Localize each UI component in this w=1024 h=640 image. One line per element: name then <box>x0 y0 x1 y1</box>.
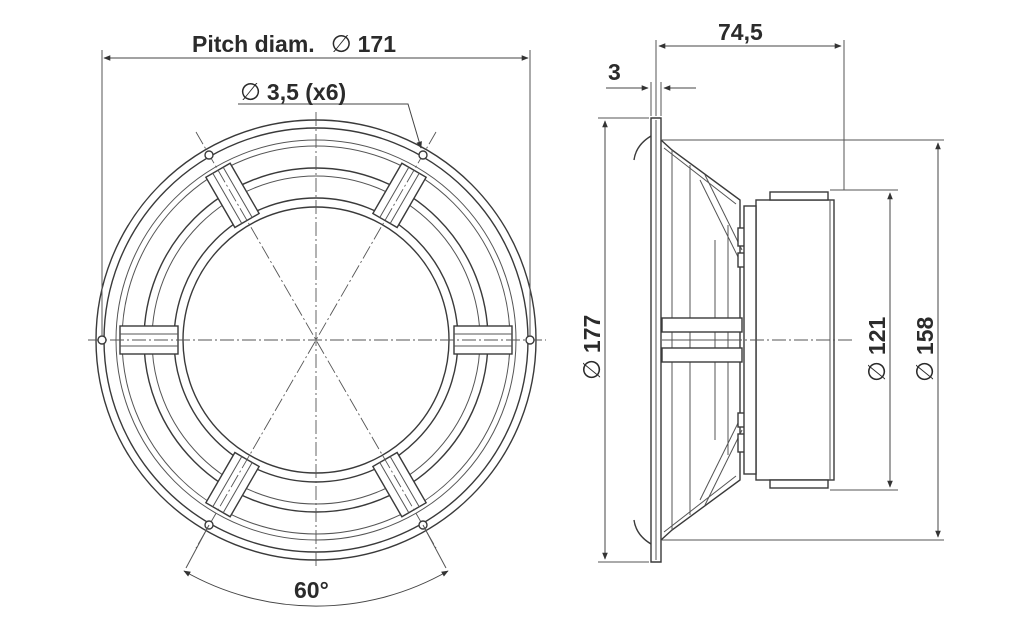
magnet-top-plate <box>769 191 829 201</box>
side-view: ∅ 177 ∅ 121 ∅ 158 74,5 3 <box>578 19 944 563</box>
side-spoke-upper <box>661 317 743 333</box>
angle-dimension-arc <box>183 570 449 607</box>
surround-top <box>633 135 652 161</box>
angle-extension-left <box>185 524 210 569</box>
angle-label: 60° <box>294 577 329 603</box>
pitch-diam-label: Pitch diam. ∅ 171 <box>192 30 396 58</box>
mounting-hole <box>418 150 428 160</box>
diagonal-centerline-a <box>195 131 437 549</box>
thickness-label: 3 <box>608 59 621 85</box>
hole-leader-line <box>238 103 422 149</box>
mounting-holes <box>97 150 535 530</box>
angle-extension-right <box>422 524 447 569</box>
surround-bottom <box>633 519 652 545</box>
mounting-hole <box>204 150 214 160</box>
outer-diam-label: ∅ 177 <box>578 315 606 380</box>
side-spoke-lower <box>661 347 743 363</box>
magnet-diam-label: ∅ 121 <box>863 317 891 382</box>
mounting-hole <box>525 335 535 345</box>
side-flange <box>650 117 662 563</box>
hole-diam-label: ∅ 3,5 (x6) <box>240 78 346 106</box>
mounting-hole <box>97 335 107 345</box>
baffle-diam-label: ∅ 158 <box>911 317 939 382</box>
depth-label: 74,5 <box>718 19 763 45</box>
diagonal-centerline-b <box>195 131 437 549</box>
front-view: Pitch diam. ∅ 171 ∅ 3,5 (x6) 60° <box>88 30 546 607</box>
magnet-bottom-plate <box>769 479 829 489</box>
